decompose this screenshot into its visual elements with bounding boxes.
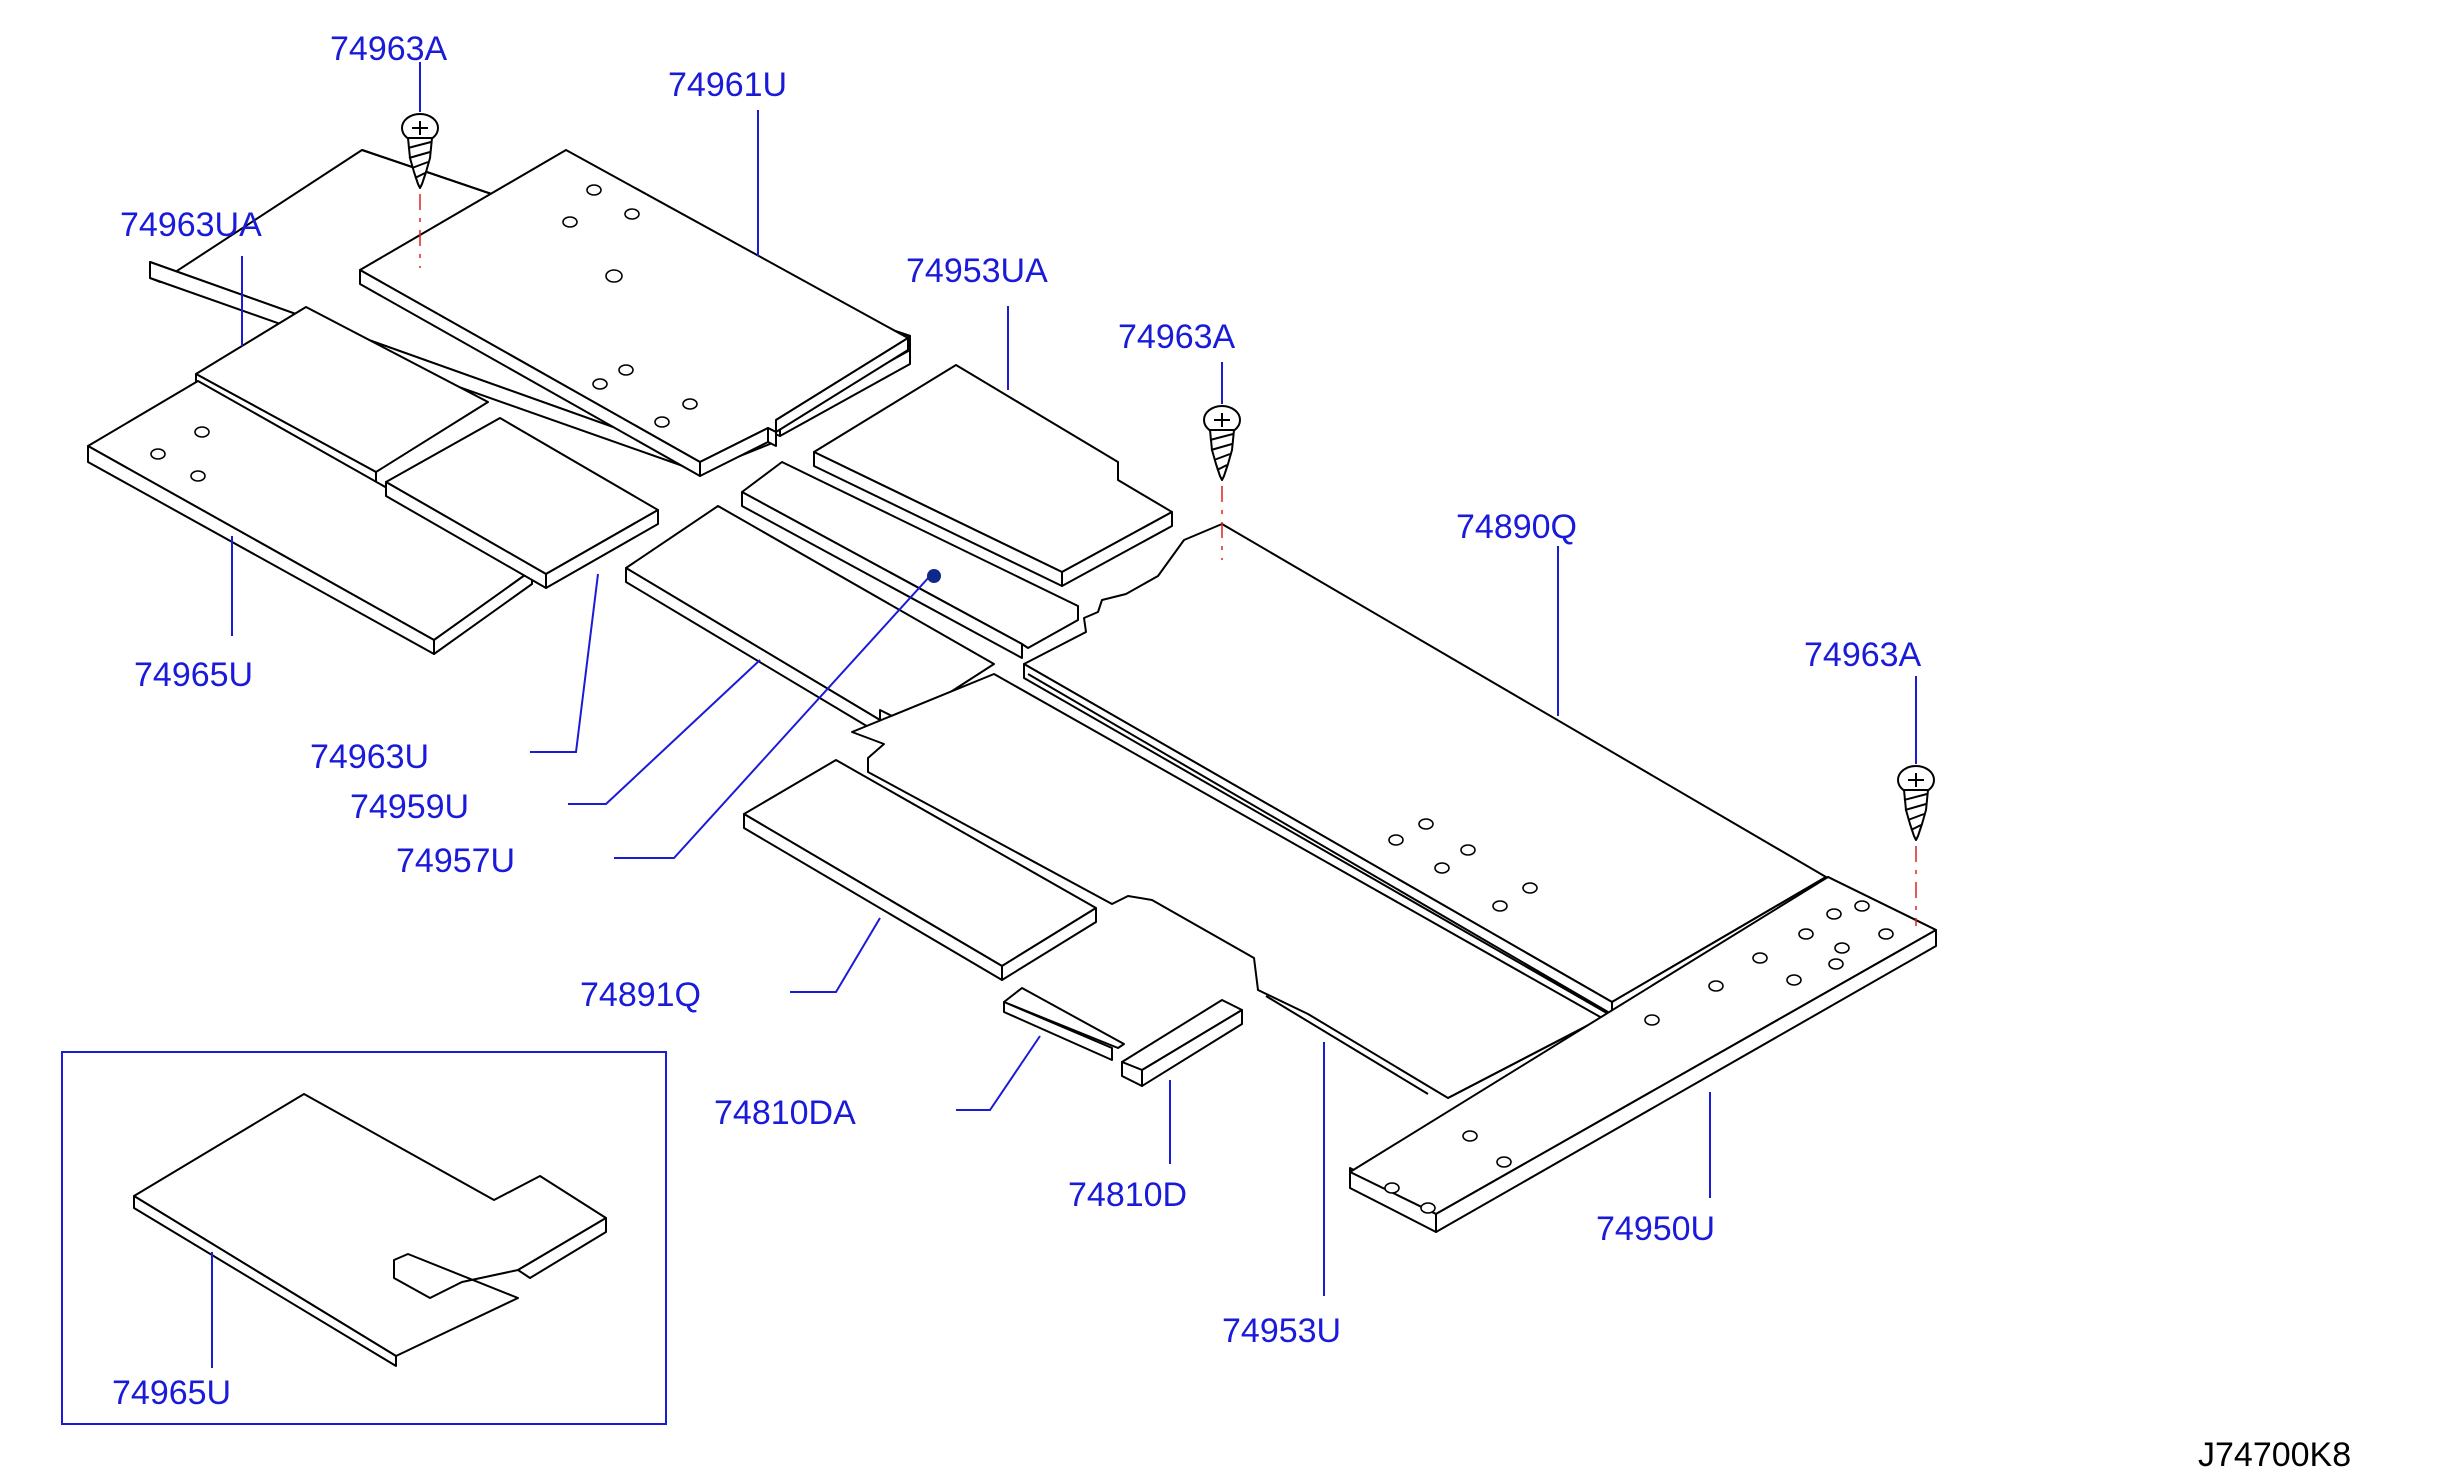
callout-label: 74963A	[1804, 636, 1922, 674]
callout-label: 74953U	[1222, 1312, 1341, 1350]
part-74965U-variant	[133, 1093, 607, 1367]
callout-label: 74963U	[310, 738, 429, 776]
callout-label: 74965U	[134, 656, 253, 694]
part-74810DA	[1003, 987, 1125, 1061]
part-74963U	[385, 417, 659, 589]
callout-label: 74963UA	[120, 206, 262, 244]
leader-dot	[927, 569, 941, 583]
callout-label: 74963A	[330, 30, 448, 68]
part-74891Q	[743, 759, 1097, 981]
callout-label: 74950U	[1596, 1210, 1715, 1248]
part-74810D	[1121, 999, 1243, 1087]
holes-74961U	[562, 184, 698, 428]
diagram-reference-code: J74700K8	[2198, 1436, 2351, 1474]
part-74953UA	[813, 364, 1173, 587]
callout-label: 74957U	[396, 842, 515, 880]
part-74961U-face	[359, 149, 909, 477]
screw-icon	[1897, 765, 1935, 841]
callout-label: 74963A	[1118, 318, 1236, 356]
part-74957U	[741, 461, 1079, 659]
callout-labels: 74963A 74961U 74963UA 74953UA 74963A 748…	[112, 30, 2351, 1474]
leader-lines	[211, 62, 1917, 1368]
callout-label: 74810DA	[714, 1094, 856, 1132]
callout-label: 74953UA	[906, 252, 1048, 290]
holes-74950U	[1384, 900, 1894, 1214]
callout-label: 74891Q	[580, 976, 701, 1014]
part-74950U	[1349, 876, 1937, 1233]
part-74965U	[87, 380, 533, 655]
callout-label: 74959U	[350, 788, 469, 826]
callout-label: 74810D	[1068, 1176, 1187, 1214]
screw-icon	[1203, 405, 1241, 481]
holes-74965U	[150, 426, 210, 482]
callout-label: 74965U	[112, 1374, 231, 1412]
screw-icon	[401, 113, 439, 189]
callout-label: 74890Q	[1456, 508, 1577, 546]
inset-frame	[61, 1051, 667, 1425]
callout-label: 74961U	[668, 66, 787, 104]
holes-74890Q	[1388, 818, 1538, 912]
